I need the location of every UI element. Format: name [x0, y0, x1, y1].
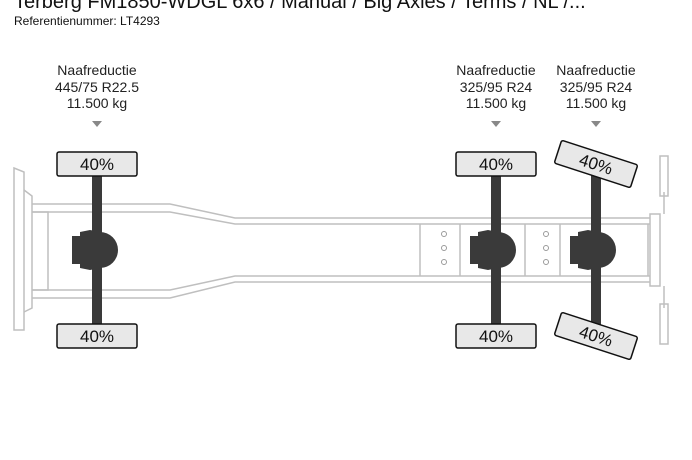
- svg-text:40%: 40%: [479, 327, 513, 346]
- svg-text:40%: 40%: [479, 155, 513, 174]
- frame-bolts: [441, 231, 549, 265]
- axle-1-tire-size: 445/75 R22.5: [54, 78, 140, 95]
- axle-1-marker: [92, 121, 102, 127]
- axle-3-tire-size: 325/95 R24: [559, 78, 633, 95]
- axle-2-marker: [491, 121, 501, 127]
- axle-2-label: Naafreductie 325/95 R24 11.500 kg: [436, 62, 556, 112]
- axle-1-tire-bottom: 40%: [56, 323, 138, 349]
- axle-3-tire-bottom: 40%: [554, 311, 638, 361]
- axle-1: [72, 158, 118, 348]
- axle-3: [570, 158, 616, 348]
- axle-1-label: Naafreductie 445/75 R22.5 11.500 kg: [37, 62, 157, 112]
- axle-1-tire-top: 40%: [56, 151, 138, 177]
- page-title: Terberg FM1850-WDGL 6x6 / Manual / Big A…: [14, 0, 586, 13]
- axle-2-tire-top: 40%: [455, 151, 537, 177]
- axle-3-load: 11.500 kg: [565, 95, 627, 111]
- axle-3-marker: [591, 121, 601, 127]
- front-bumper: [13, 166, 49, 331]
- axle-2-reduction: Naafreductie: [456, 62, 536, 78]
- rear-end-plate: [649, 155, 669, 345]
- axle-2: [470, 158, 516, 348]
- axle-2-tire-bottom: 40%: [455, 323, 537, 349]
- axle-2-load: 11.500 kg: [465, 95, 527, 111]
- chassis-frame: [32, 203, 650, 299]
- svg-text:40%: 40%: [80, 327, 114, 346]
- reference-number: Referentienummer: LT4293: [14, 14, 160, 28]
- axle-1-reduction: Naafreductie: [57, 62, 137, 78]
- svg-text:40%: 40%: [80, 155, 114, 174]
- axle-3-label: Naafreductie 325/95 R24 11.500 kg: [536, 62, 656, 112]
- axle-3-reduction: Naafreductie: [556, 62, 636, 78]
- axle-2-tire-size: 325/95 R24: [459, 78, 533, 95]
- axle-1-load: 11.500 kg: [66, 95, 128, 111]
